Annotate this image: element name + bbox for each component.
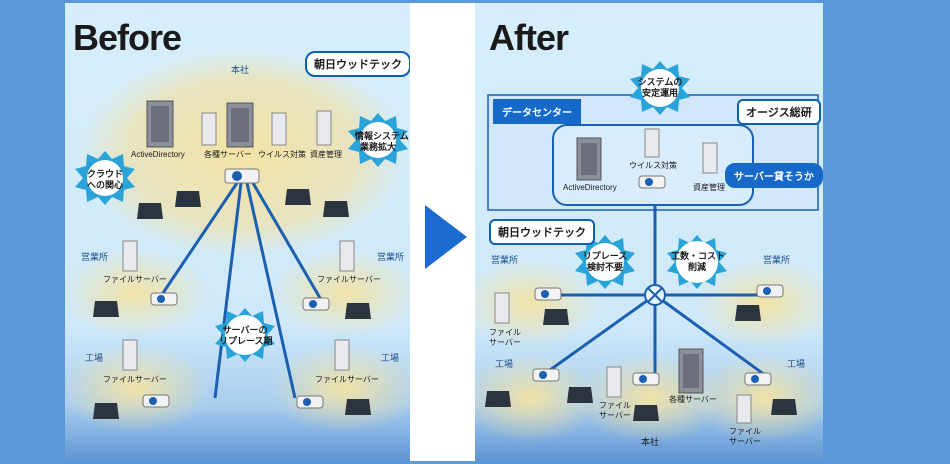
factory-left: 工場 [85,353,104,363]
burst-cloud [75,151,135,205]
hq-servers [146,100,332,148]
burst-no-replace-line2: 検討不要 [586,262,623,272]
burst-no-replace [575,235,635,289]
site-glow [475,258,600,348]
sales-office-left: 営業所 [81,252,109,262]
after-file-server-r-2: サーバー [729,437,761,446]
before-diagram [65,48,410,433]
hq-router-icon [224,168,260,184]
transition-arrow-icon [425,205,467,269]
site-glow [695,258,823,348]
hq-tag: 本社 [231,65,250,75]
network-lines [161,182,322,399]
site-glow [475,353,600,443]
site-equipment [93,240,371,419]
sales-office-right: 営業所 [377,252,405,262]
file-server-br: ファイルサーバー [315,375,379,384]
site-glow [695,353,823,443]
antivirus-label: ウイルス対策 [258,150,306,159]
hq-laptops [137,189,349,219]
dc-antivirus-label: ウイルス対策 [629,161,677,170]
burst-replace-line1: サーバーの [222,325,268,335]
network-lines [542,205,766,383]
burst-replace-line2: リプレース期 [219,336,273,346]
factory-right: 工場 [381,353,400,363]
provider-label: オージス総研 [737,99,821,125]
burst-stable-line1: システムの [637,77,683,87]
burst-replace [215,308,275,362]
burst-info-system [348,113,408,167]
after-file-server-l-2: サーバー [489,338,521,347]
after-file-server-c-1: ファイル [599,401,631,410]
burst-cost-line2: 削減 [687,262,706,272]
file-server-bl: ファイルサーバー [103,375,167,384]
burst-stable [630,61,690,115]
active-directory-label: ActiveDirectory [131,150,185,159]
file-server-tl: ファイルサーバー [103,275,167,284]
after-various-servers-label: 各種サーバー [669,395,717,404]
burst-no-replace-line1: リプレース [582,251,628,261]
file-server-tr: ファイルサーバー [317,275,381,284]
before-company-label: 朝日ウッドテック [305,51,410,77]
after-file-server-l-1: ファイル [489,328,521,337]
burst-info-system-line2: 業務拡大 [359,142,396,152]
after-file-server-r-1: ファイル [729,427,761,436]
after-hq-tag: 本社 [641,437,660,447]
rental-label: サーバー貸そうか [725,163,823,188]
dc-asset-mgmt-label: 資産管理 [693,183,725,192]
dc-active-directory-label: ActiveDirectory [563,183,617,192]
datacenter-servers [576,128,718,189]
burst-stable-line2: 安定運用 [641,88,678,98]
before-title: Before [73,17,182,58]
site-equipment [485,284,797,424]
network-hub-icon [644,284,666,306]
after-factory-left: 工場 [495,359,514,369]
asset-mgmt-label: 資産管理 [310,150,342,159]
after-file-server-c-2: サーバー [599,411,631,420]
after-factory-right: 工場 [787,359,806,369]
before-panel: Before 朝日ウッドテック 本社 ActiveDirectory 各種サーバ… [65,3,410,461]
after-title: After [489,17,569,58]
after-company-label: 朝日ウッドテック [489,219,595,245]
burst-cost [667,235,727,289]
burst-cost-line1: 工数・コスト [671,251,726,261]
datacenter-label: データセンター [493,99,581,124]
after-sales-office-right: 営業所 [763,255,791,265]
various-servers-label: 各種サーバー [204,150,252,159]
burst-cloud-line1: クラウド [86,169,123,179]
burst-cloud-line2: への関心 [86,180,123,190]
after-sales-office-left: 営業所 [491,255,519,265]
site-glow [270,343,410,433]
burst-info-system-line1: 情報システム [355,131,409,141]
after-panel: After データセンター オージス総研 サーバー貸そうか 朝日ウッドテック A… [475,3,823,461]
